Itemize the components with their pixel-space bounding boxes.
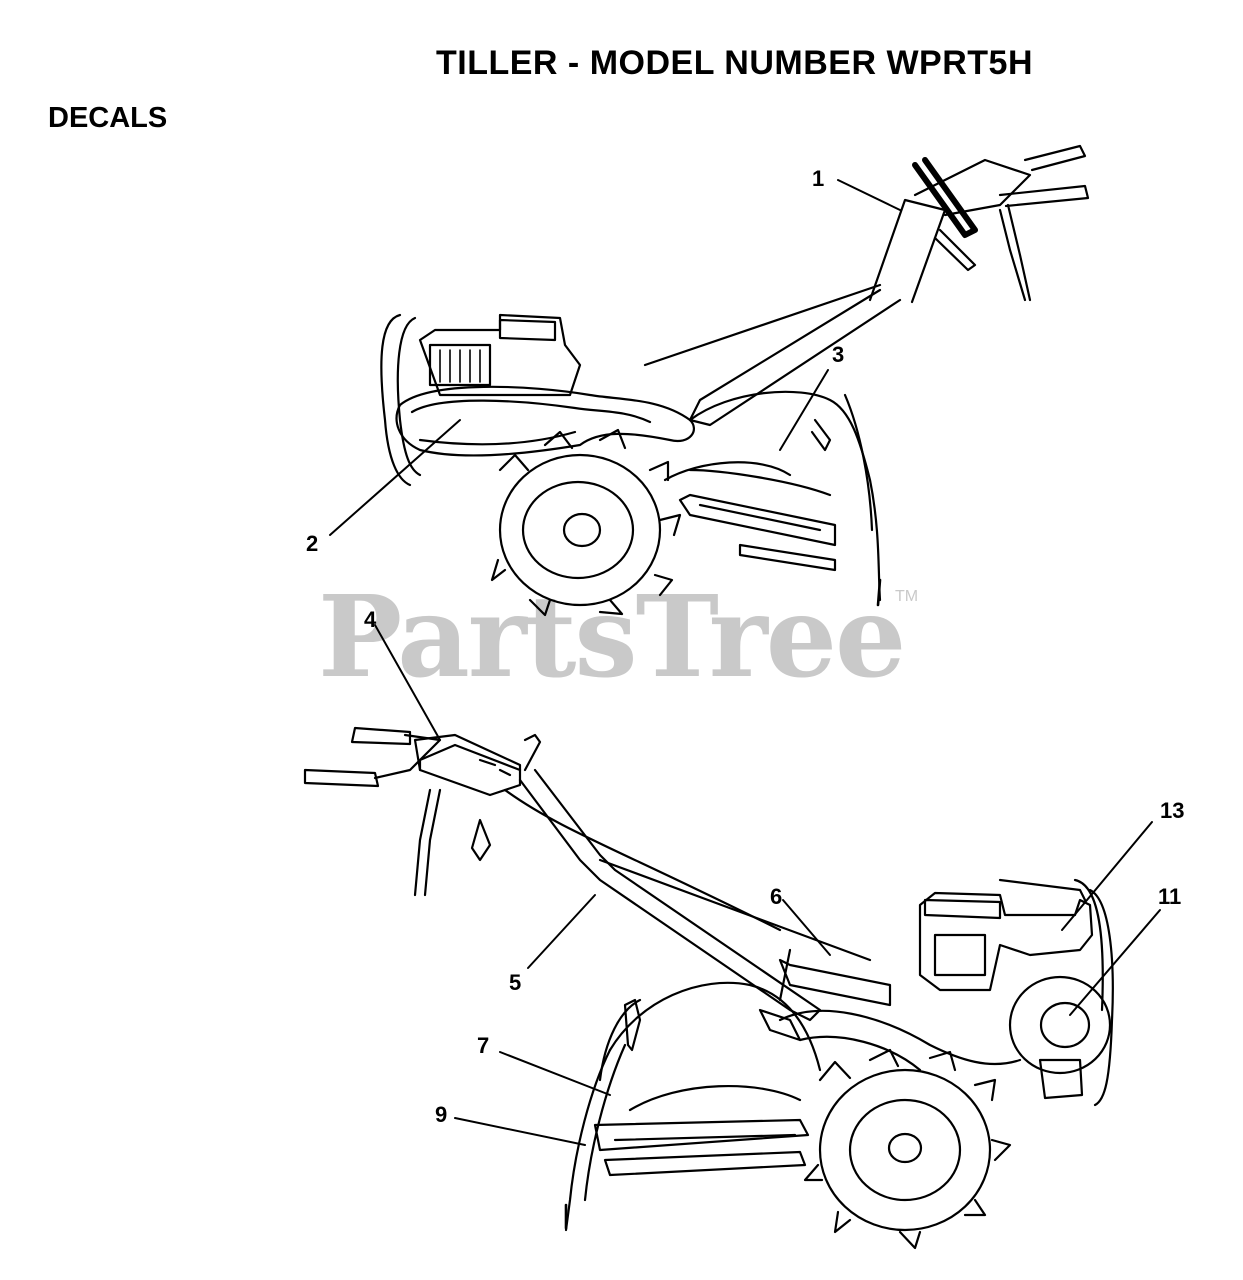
leader-3 <box>779 369 829 451</box>
top-tiller-drawing <box>380 144 1090 617</box>
callout-3: 3 <box>832 342 845 367</box>
callout-7: 7 <box>477 1033 490 1058</box>
leader-11 <box>1069 909 1161 1016</box>
diagram-title: TILLER - MODEL NUMBER WPRT5H <box>436 44 1034 82</box>
leader-4 <box>374 624 441 741</box>
bottom-tiller-drawing <box>303 726 1114 1250</box>
callout-13: 13 <box>1160 798 1185 823</box>
leader-2 <box>329 419 461 536</box>
callout-5: 5 <box>509 970 522 995</box>
watermark: PartsTree <box>318 572 906 703</box>
callout-4: 4 <box>364 607 377 632</box>
callout-9: 9 <box>435 1102 448 1127</box>
section-label: DECALS <box>48 102 168 134</box>
callout-1: 1 <box>812 166 825 191</box>
callout-2: 2 <box>306 531 319 556</box>
leader-9 <box>454 1117 586 1146</box>
callout-6: 6 <box>770 884 783 909</box>
callout-leader-lines <box>329 179 1161 1146</box>
callout-11: 11 <box>1158 884 1182 909</box>
leader-6 <box>782 899 831 956</box>
leader-13 <box>1061 821 1153 931</box>
leader-7 <box>499 1051 611 1096</box>
leader-1 <box>837 179 901 211</box>
leader-5 <box>527 894 596 969</box>
watermark-trademark: TM <box>895 588 919 605</box>
